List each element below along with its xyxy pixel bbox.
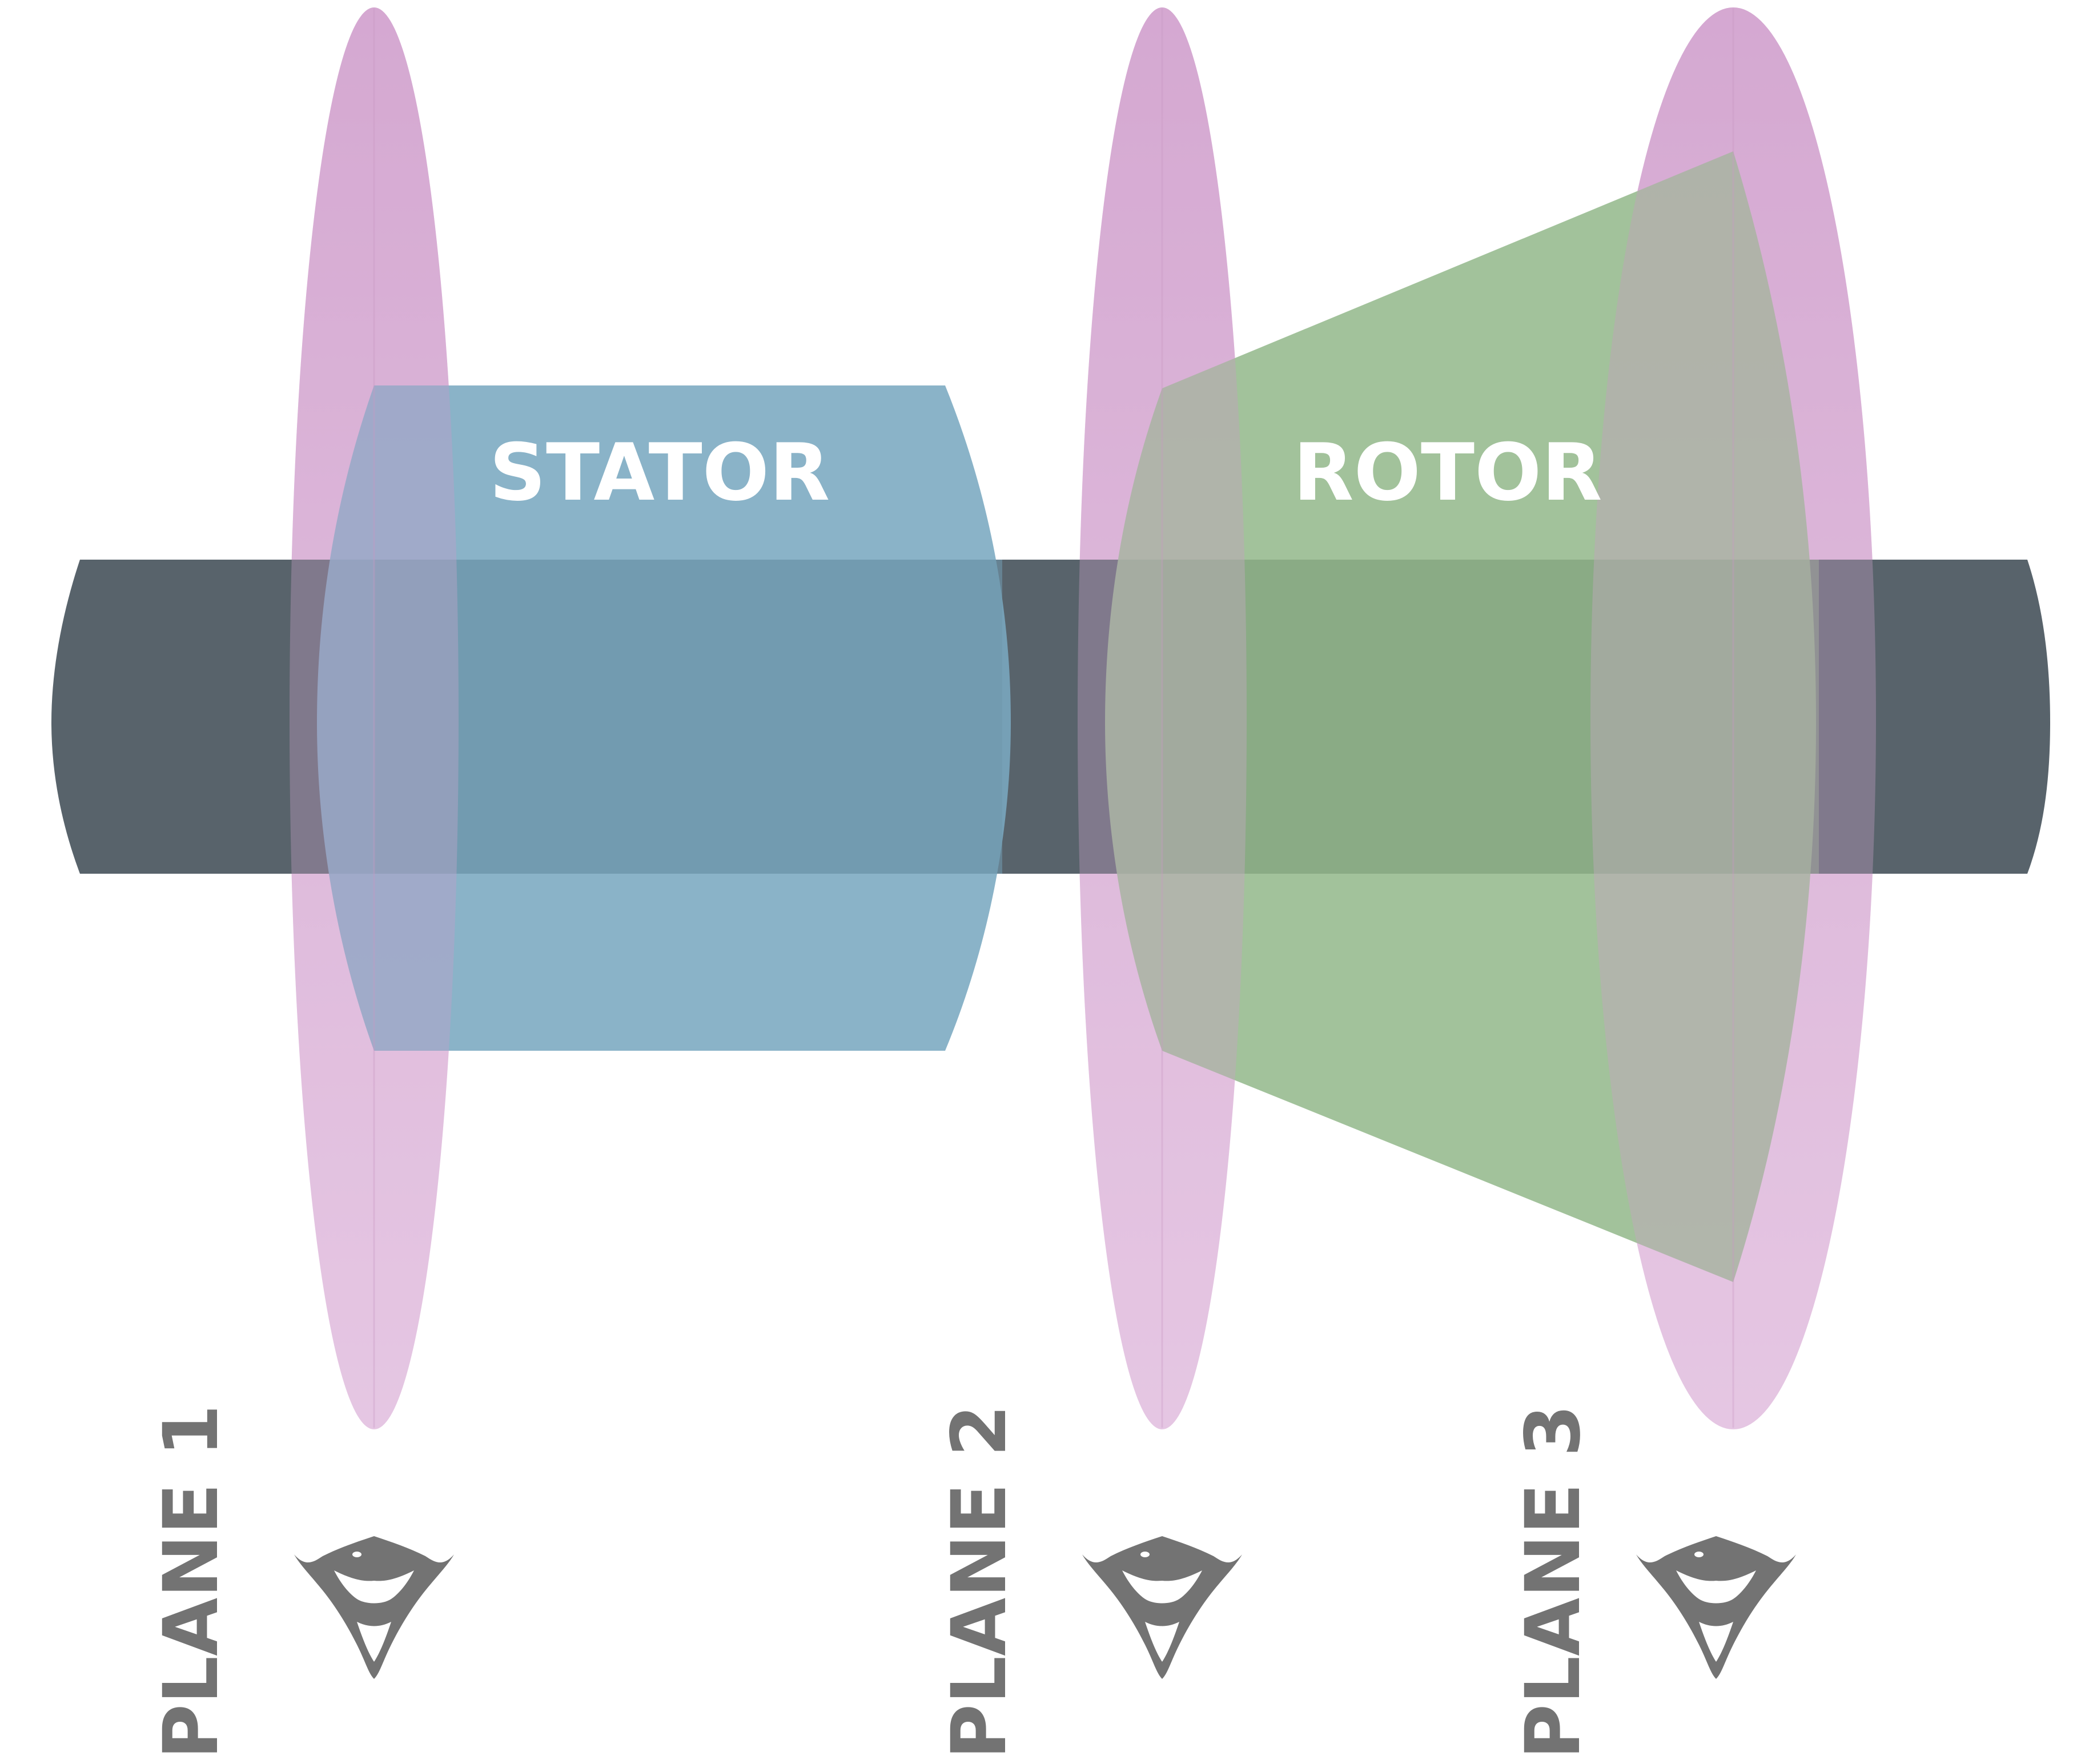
plane-1-eye-icon bbox=[294, 1536, 454, 1679]
stator-shaft-overlap bbox=[374, 560, 1002, 874]
plane-3-overlay bbox=[1590, 7, 1876, 1429]
plane-1-label: PLANE 1 bbox=[147, 1404, 235, 1759]
plane-3-eye-icon bbox=[1636, 1536, 1796, 1679]
plane-2-eye-icon bbox=[1082, 1536, 1242, 1679]
stator-label: STATOR bbox=[489, 427, 830, 519]
plane-2-overlay bbox=[1078, 7, 1247, 1429]
plane-2-label: PLANE 2 bbox=[935, 1404, 1023, 1759]
plane-3-label: PLANE 3 bbox=[1509, 1404, 1597, 1759]
rotor-label: ROTOR bbox=[1293, 427, 1602, 519]
rotor-shaft-overlap bbox=[1162, 560, 1819, 874]
plane-1-overlay bbox=[290, 7, 459, 1429]
